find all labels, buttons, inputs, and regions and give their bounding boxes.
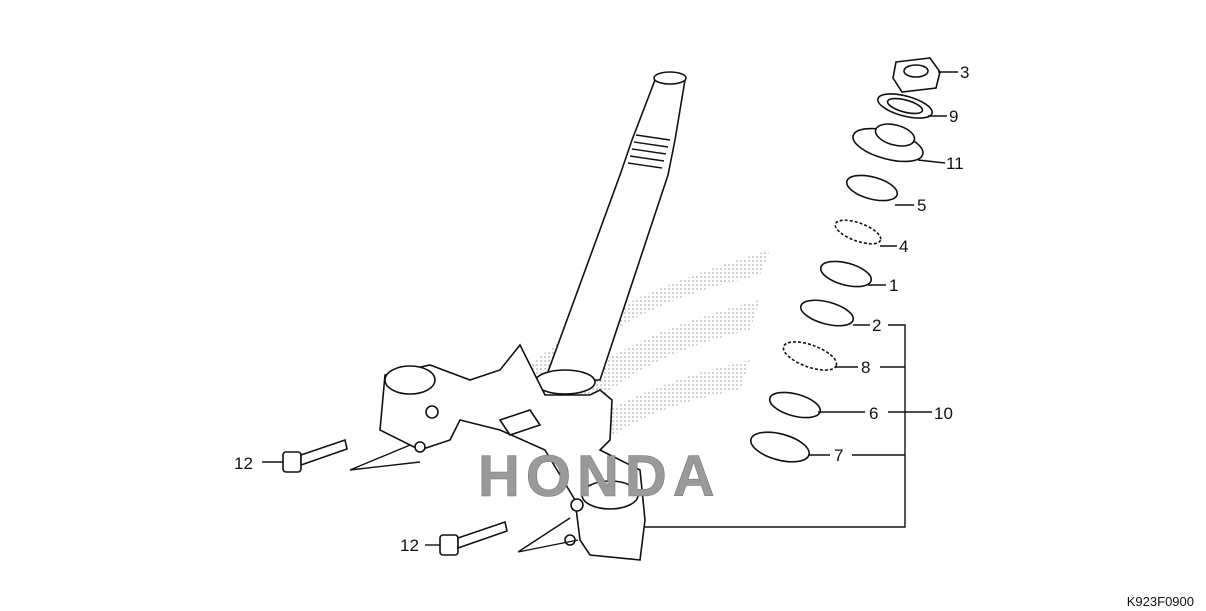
- diagram-code: K923F0900: [1126, 594, 1194, 609]
- callout-9: 9: [949, 107, 958, 126]
- bearing-parts: [750, 57, 941, 463]
- leader-lines: [262, 71, 958, 546]
- callout-1: 1: [889, 276, 898, 295]
- callout-6: 6: [869, 404, 878, 423]
- callout-12-upper: 12: [234, 454, 253, 473]
- callout-4: 4: [899, 237, 908, 256]
- callout-10: 10: [934, 404, 953, 423]
- callout-3: 3: [960, 63, 969, 82]
- honda-watermark-text: HONDA: [478, 444, 721, 509]
- callout-12-lower: 12: [400, 536, 419, 555]
- steering-stem: [379, 71, 687, 561]
- callout-labels: 3 9 11 5 4 1 2 8 6 10 7 12 12: [234, 63, 969, 555]
- callout-5: 5: [917, 196, 926, 215]
- callout-11: 11: [946, 154, 964, 173]
- bolt-upper: [282, 438, 421, 473]
- bolt-lower: [439, 517, 579, 556]
- callout-2: 2: [872, 316, 881, 335]
- callout-7: 7: [834, 446, 843, 465]
- callout-8: 8: [861, 358, 870, 377]
